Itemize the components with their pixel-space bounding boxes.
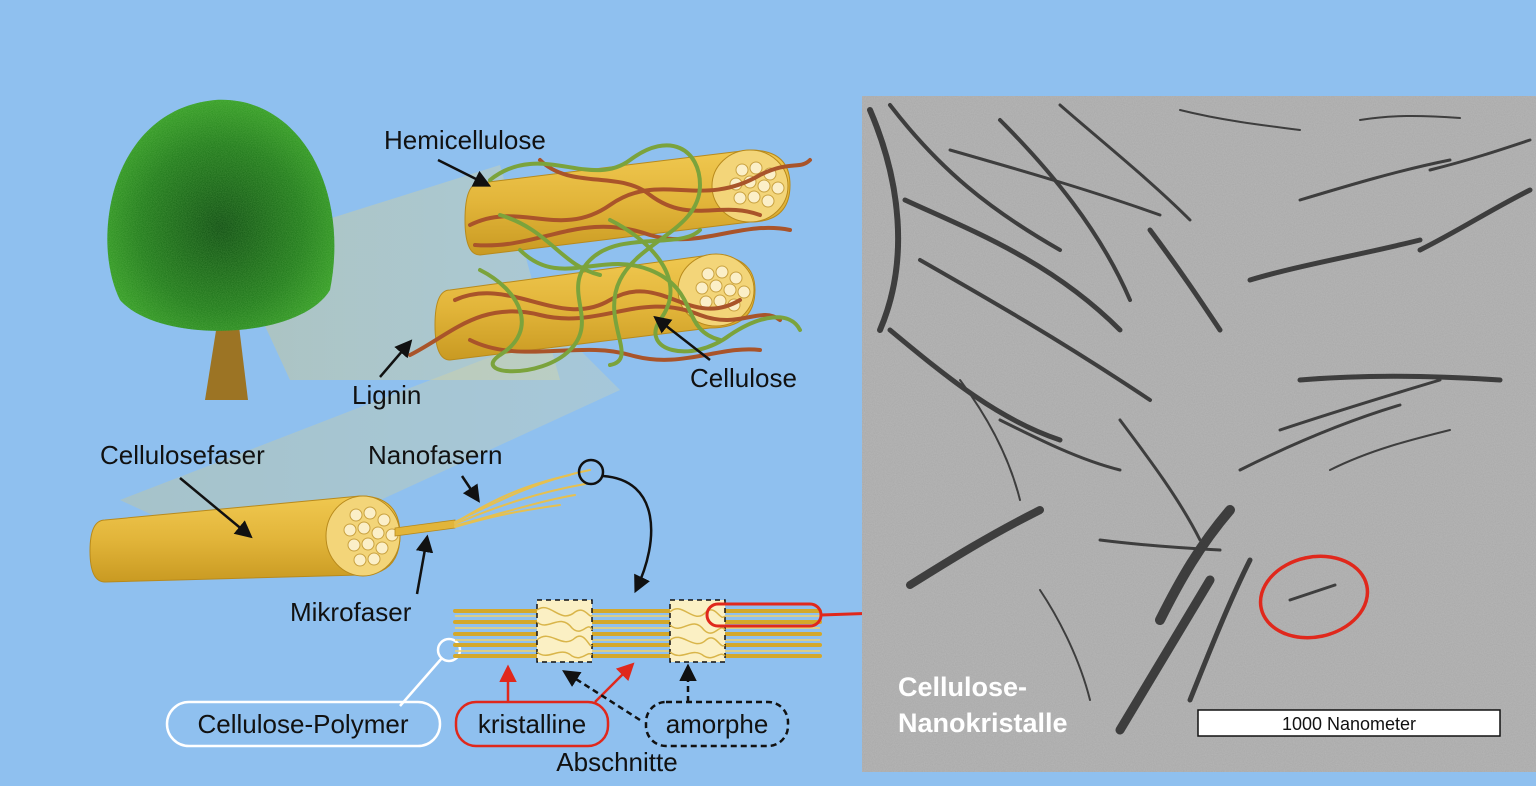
arrow-cellulose bbox=[653, 315, 711, 361]
micrograph-caption-line1: Cellulose- bbox=[898, 672, 1027, 702]
arrow-nanofasern bbox=[460, 475, 480, 503]
scale-bar-label: 1000 Nanometer bbox=[1282, 714, 1416, 734]
label-hemicellulose: Hemicellulose bbox=[384, 125, 546, 155]
kristalline-pill bbox=[454, 700, 610, 748]
scale-bar bbox=[1197, 709, 1501, 737]
label-mikrofaser: Mikrofaser bbox=[290, 597, 412, 627]
label-cellulosefaser: Cellulosefaser bbox=[100, 440, 265, 470]
label-cellulose-polymer: Cellulose-Polymer bbox=[198, 709, 409, 739]
label-nanofasern: Nanofasern bbox=[368, 440, 502, 470]
label-kristalline: kristalline bbox=[478, 709, 586, 739]
label-amorphe: amorphe bbox=[666, 709, 769, 739]
tem-micrograph: Cellulose- Nanokristalle 1000 Nanometer bbox=[862, 96, 1536, 772]
fiber-bundle-upper bbox=[408, 143, 812, 374]
label-abschnitte: Abschnitte bbox=[556, 747, 677, 777]
micrograph-caption-line2: Nanokristalle bbox=[898, 708, 1068, 738]
arrow-cellulosefaser bbox=[179, 477, 253, 539]
zoom-circle-nanofiber bbox=[577, 458, 605, 486]
arrow-mikrofaser bbox=[415, 534, 434, 595]
zoom-arrow bbox=[602, 474, 653, 594]
nanofiber-detail bbox=[453, 599, 823, 663]
arrow-lignin bbox=[379, 339, 413, 378]
label-cellulose: Cellulose bbox=[690, 363, 797, 393]
amorphe-pill bbox=[644, 700, 790, 748]
polymer-connector bbox=[399, 657, 443, 707]
zoom-circle-polymer bbox=[436, 637, 462, 663]
label-lignin: Lignin bbox=[352, 380, 421, 410]
cellulose-fiber bbox=[89, 469, 591, 583]
cellulose-polymer-pill bbox=[165, 700, 442, 748]
arrow-amorphe-1 bbox=[562, 670, 641, 722]
arrow-kristalline-2 bbox=[594, 662, 635, 703]
tree-icon bbox=[107, 99, 335, 400]
arrow-hemicellulose bbox=[437, 158, 492, 187]
